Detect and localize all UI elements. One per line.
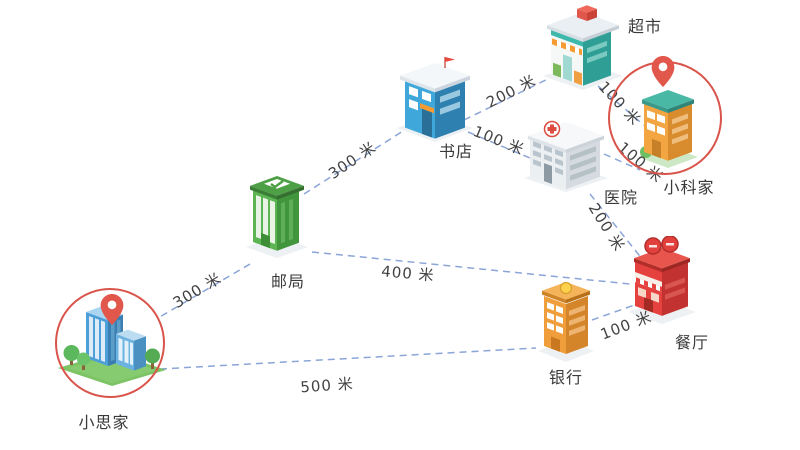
map-pin-xiaosi-icon bbox=[100, 294, 124, 325]
distance-label-bookstore-supermarket: 200 米 bbox=[483, 71, 540, 112]
building-bank-icon bbox=[536, 272, 596, 372]
place-label-xiaosi-home: 小思家 bbox=[78, 413, 130, 432]
place-label-xiaoke-home: 小科家 bbox=[663, 178, 715, 197]
distance-label-bookstore-hospital: 100 米 bbox=[470, 122, 527, 159]
building-hospital-icon bbox=[522, 116, 610, 196]
distance-label-post-office-xiaosi-home: 300 米 bbox=[169, 268, 225, 312]
place-label-bookstore: 书店 bbox=[438, 142, 474, 161]
building-post-office-icon bbox=[244, 166, 310, 268]
place-label-restaurant: 餐厅 bbox=[674, 333, 710, 352]
route-line-xiaosi-home-bank bbox=[159, 347, 537, 370]
distance-label-post-office-bookstore: 300 米 bbox=[325, 138, 380, 183]
distance-label-xiaosi-home-bank: 500 米 bbox=[299, 374, 355, 397]
place-label-hospital: 医院 bbox=[603, 188, 639, 207]
building-restaurant-icon bbox=[626, 236, 698, 332]
building-bookstore-icon bbox=[395, 56, 475, 148]
place-label-post-office: 邮局 bbox=[270, 272, 306, 291]
building-supermarket-icon bbox=[541, 4, 625, 94]
distance-label-post-office-restaurant: 400 米 bbox=[380, 262, 436, 285]
bank-emblem-icon bbox=[559, 281, 573, 295]
map-pin-xiaoke-icon bbox=[651, 56, 675, 87]
tree-icon bbox=[145, 348, 160, 364]
place-label-bank: 银行 bbox=[548, 368, 584, 387]
place-label-supermarket: 超市 bbox=[627, 17, 663, 36]
tree-icon bbox=[77, 352, 90, 366]
